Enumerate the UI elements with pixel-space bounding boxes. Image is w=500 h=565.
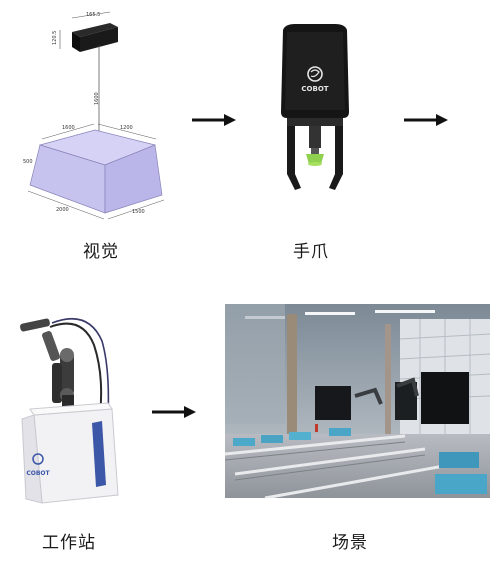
gripper-icon: COBOT bbox=[281, 24, 349, 190]
gripper-label: 手爪 bbox=[293, 242, 329, 262]
workstation-panel: COBOT bbox=[12, 305, 132, 510]
dim-height: 1600 bbox=[94, 92, 100, 105]
workstation-logo-text: COBOT bbox=[26, 470, 50, 477]
dim-camera-side: 120.5 bbox=[52, 31, 58, 45]
gripper-logo-text: COBOT bbox=[301, 85, 328, 93]
workstation-label: 工作站 bbox=[42, 533, 96, 553]
gripper-logo-icon bbox=[307, 66, 323, 82]
dim-camera-width: 165.5 bbox=[86, 12, 100, 18]
dim-base-d: 1500 bbox=[132, 209, 145, 215]
camera-icon bbox=[72, 23, 118, 52]
warehouse-scene-image bbox=[225, 304, 490, 498]
field-of-view bbox=[29, 129, 163, 214]
dim-base-w: 2000 bbox=[56, 207, 69, 213]
dim-field-w: 1600 bbox=[62, 125, 75, 131]
workstation-logo-icon bbox=[32, 453, 44, 465]
arrow-right-icon bbox=[192, 114, 236, 126]
scene-label: 场景 bbox=[332, 533, 368, 553]
vision-label: 视觉 bbox=[83, 242, 119, 262]
gripper-panel: COBOT bbox=[265, 22, 365, 202]
arrow-right-icon bbox=[152, 406, 196, 418]
scene-panel bbox=[225, 304, 490, 498]
dim-field-h: 500 bbox=[23, 159, 33, 165]
workstation-icon: COBOT bbox=[20, 317, 119, 504]
arrow-right-icon bbox=[404, 114, 448, 126]
suction-cup bbox=[306, 154, 324, 164]
vision-diagram: 165.5 120.5 1600 1600 1200 500 2000 1500 bbox=[23, 11, 165, 220]
vision-panel: 165.5 120.5 1600 1600 1200 500 2000 1500 bbox=[20, 5, 180, 230]
dim-field-d: 1200 bbox=[120, 125, 133, 131]
